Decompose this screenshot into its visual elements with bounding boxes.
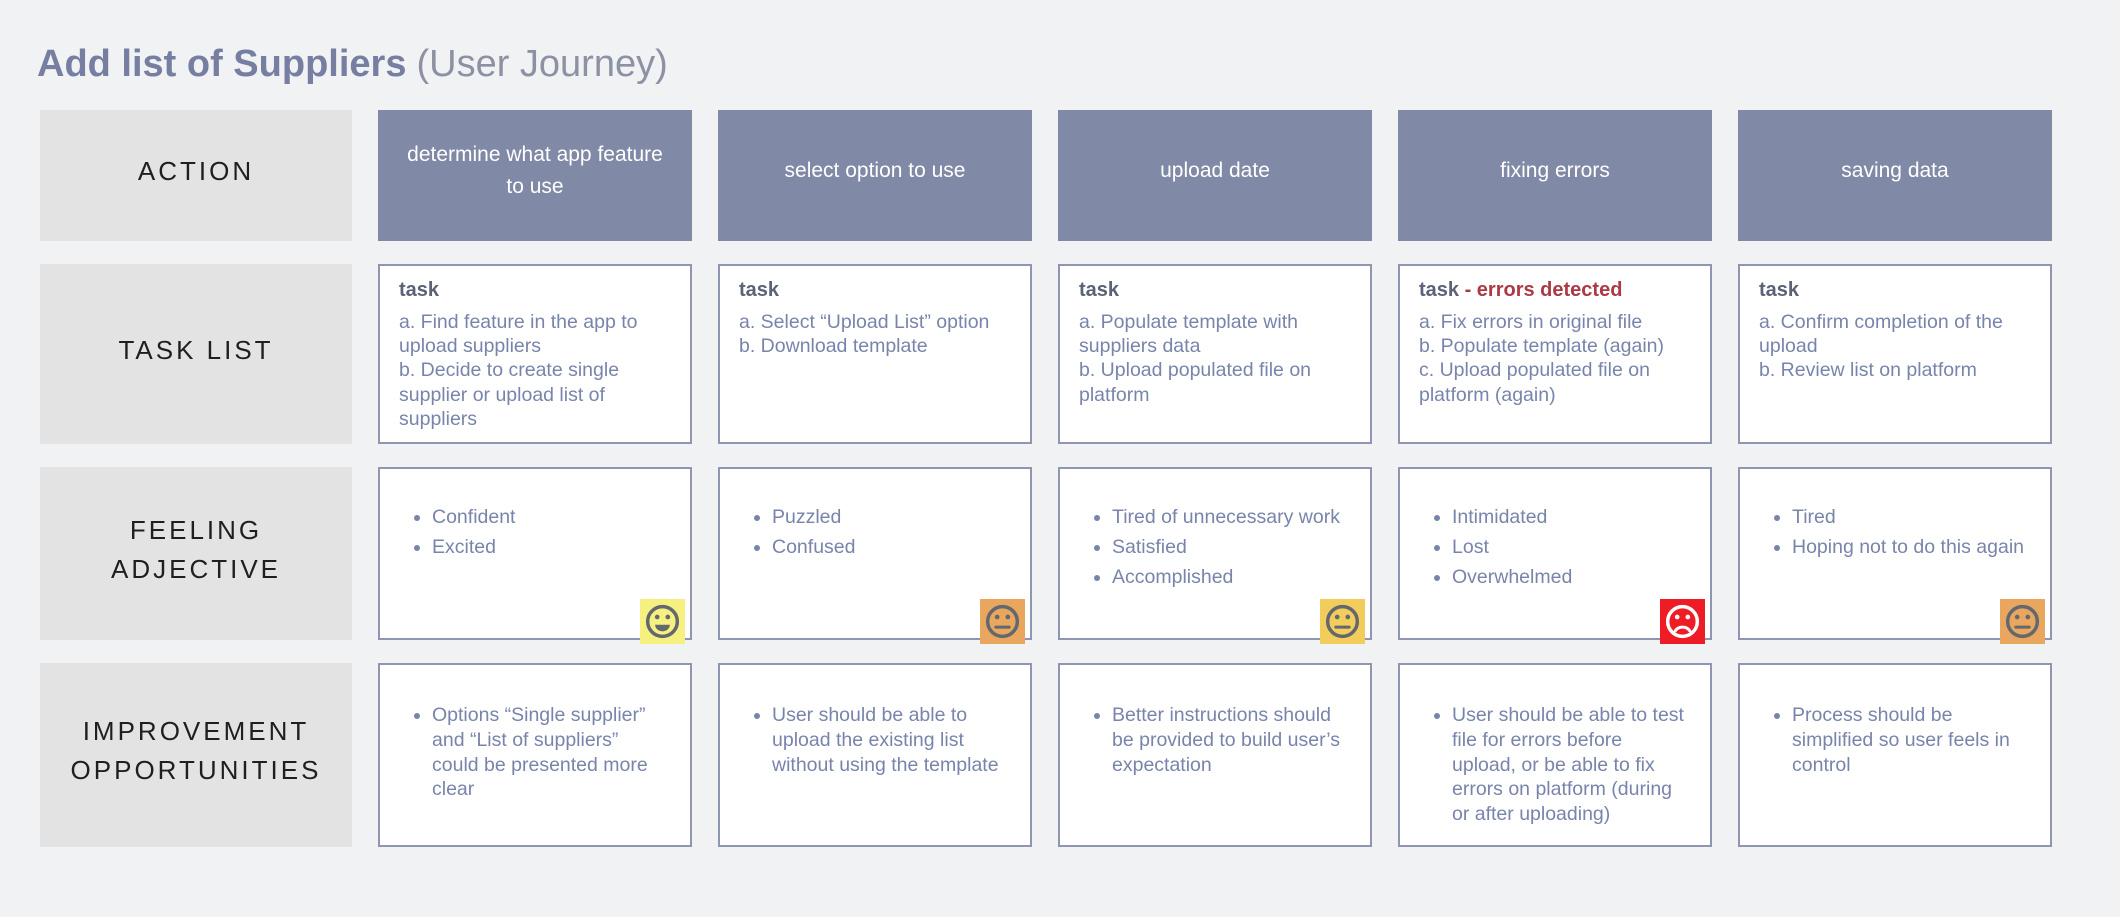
neutral-face-icon [1320,599,1365,644]
feeling-cell-3: Tired of unnecessary workSatisfiedAccomp… [1058,467,1372,644]
task-label: task [1759,279,1800,301]
task-list-cell-3: task a. Populate template with suppliers … [1058,264,1372,444]
improvement-cell-1: Options “Single supplier” and “List of s… [378,663,692,847]
feeling-list: TiredHoping not to do this again [1740,505,2050,560]
happy-face-icon [640,599,685,644]
feeling-list: PuzzledConfused [720,505,1030,560]
task-list-cell-4: task - errors detected a. Fix errors in o… [1398,264,1712,444]
improvement-list: Process should be simplified so user fee… [1740,703,2050,777]
row-header-task-list: TASK LIST [40,264,352,444]
list-item: Tired [1792,505,2030,530]
task-label: task [399,279,440,301]
feeling-list: IntimidatedLostOverwhelmed [1400,505,1710,589]
page-title-suffix: (User Journey) [416,43,668,86]
list-item: Options “Single supplier” and “List of s… [432,703,670,802]
list-item: Better instructions should be provided t… [1112,703,1350,777]
neutral-face-icon [980,599,1025,644]
journey-grid: ACTION TASK LIST FEELING ADJECTIVE IMPRO… [40,110,2052,847]
action-cell-5: saving data [1738,110,2052,241]
improvement-cell-5: Process should be simplified so user fee… [1738,663,2052,847]
improvement-list: Better instructions should be provided t… [1060,703,1370,777]
improvement-cell-3: Better instructions should be provided t… [1058,663,1372,847]
improvement-list: Options “Single supplier” and “List of s… [380,703,690,802]
action-cell-3: upload date [1058,110,1372,241]
list-item: Confused [772,535,1010,560]
task-item: a. Fix errors in original file [1419,311,1643,333]
improvement-cell-2: User should be able to upload the existi… [718,663,1032,847]
task-item: a. Find feature in the app to upload sup… [399,311,638,358]
list-item: Excited [432,535,670,560]
list-item: Confident [432,505,670,530]
list-item: Puzzled [772,505,1010,530]
list-item: Process should be simplified so user fee… [1792,703,2030,777]
task-label: task - errors detected [1419,279,1623,301]
task-item: a. Select “Upload List” option [739,311,990,333]
action-cell-4: fixing errors [1398,110,1712,241]
page-title: Add list of Suppliers(User Journey) [37,43,668,86]
task-error-label: - errors detected [1459,279,1623,301]
improvement-list: User should be able to upload the existi… [720,703,1030,777]
feeling-list: ConfidentExcited [380,505,690,560]
improvement-list: User should be able to test file for err… [1400,703,1710,827]
page-title-main: Add list of Suppliers [37,43,407,86]
feeling-list: Tired of unnecessary workSatisfiedAccomp… [1060,505,1370,589]
task-label: task [1079,279,1120,301]
task-item: b. Review list on platform [1759,359,1977,382]
task-item: a. Populate template with suppliers data [1079,311,1298,358]
list-item: Intimidated [1452,505,1690,530]
task-items: a. Find feature in the app to upload sup… [399,310,676,431]
feeling-cell-5: TiredHoping not to do this again [1738,467,2052,644]
task-item: b. Upload populated file on platform [1079,359,1312,406]
feeling-cell-1: ConfidentExcited [378,467,692,644]
list-item: User should be able to upload the existi… [772,703,1010,777]
list-item: Overwhelmed [1452,565,1690,590]
list-item: Satisfied [1112,535,1350,560]
improvement-cell-4: User should be able to test file for err… [1398,663,1712,847]
list-item: Hoping not to do this again [1792,535,2030,560]
list-item: Lost [1452,535,1690,560]
task-item: b. Populate template (again) [1419,335,1664,358]
task-items: a. Populate template with suppliers data… [1079,310,1356,407]
sad-face-icon [1660,599,1705,644]
row-header-feeling-adjective: FEELING ADJECTIVE [40,467,352,640]
task-item: b. Download template [739,335,928,358]
list-item: Accomplished [1112,565,1350,590]
feeling-cell-2: PuzzledConfused [718,467,1032,644]
task-item: b. Decide to create single supplier or u… [399,359,620,430]
row-header-improvement-opportunities: IMPROVEMENT OPPORTUNITIES [40,663,352,847]
list-item: User should be able to test file for err… [1452,703,1690,827]
task-label: task [739,279,780,301]
neutral-face-icon [2000,599,2045,644]
action-cell-1: determine what app feature to use [378,110,692,241]
row-header-action: ACTION [40,110,352,241]
task-item: a. Confirm completion of the upload [1759,311,2003,358]
feeling-cell-4: IntimidatedLostOverwhelmed [1398,467,1712,644]
action-cell-2: select option to use [718,110,1032,241]
task-list-cell-1: task a. Find feature in the app to upload… [378,264,692,444]
list-item: Tired of unnecessary work [1112,505,1350,530]
task-item: c. Upload populated file on platform (ag… [1419,359,1650,406]
